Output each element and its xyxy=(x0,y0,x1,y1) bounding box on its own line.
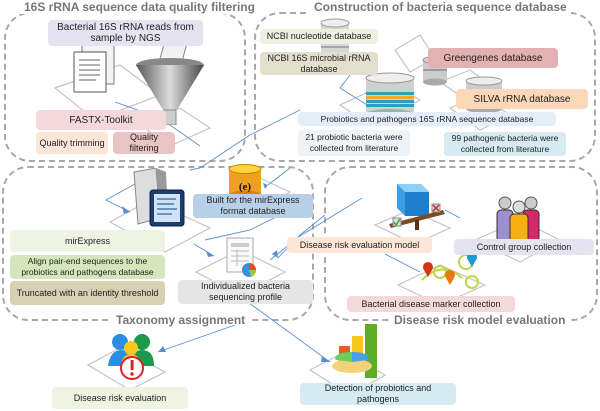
taxonomy-title: Taxonomy assignment xyxy=(112,313,250,327)
pathogenic-count-box: 99 pathogenic bacteria were collected fr… xyxy=(444,132,566,156)
arrow-head xyxy=(263,183,268,189)
risk-model-title: Disease risk model evaluation xyxy=(390,313,570,327)
arrow-head xyxy=(321,356,330,362)
users-alert-icon xyxy=(108,332,154,380)
arrow-line xyxy=(269,197,363,261)
marker-collection-box: Bacterial disease marker collection xyxy=(347,296,515,312)
arrow-head xyxy=(122,206,130,214)
arrow-head xyxy=(272,250,278,258)
arrow-line xyxy=(244,299,331,363)
silva-box: SILVA rRNA database xyxy=(456,89,588,109)
align-sequences-box: Align pair-end sequences to the probioti… xyxy=(10,255,165,279)
bar-pie-chart-icon xyxy=(330,322,390,382)
database-construction-title: Construction of bacteria sequence databa… xyxy=(310,0,571,14)
arrow-line xyxy=(277,214,326,259)
arrow-line xyxy=(444,209,461,219)
documents-icon xyxy=(70,42,120,96)
arrow-line xyxy=(339,74,373,109)
svg-text:(e): (e) xyxy=(239,181,252,193)
arrow-head xyxy=(206,251,214,257)
fastx-toolkit-box: FASTX-Toolkit xyxy=(36,110,166,130)
cube-balance-icon xyxy=(385,182,447,234)
spreadsheet-icon xyxy=(225,236,259,278)
control-group-box: Control group collection xyxy=(454,239,594,255)
sequencing-profile-box: Individualized bacteria sequencing profi… xyxy=(178,280,313,304)
funnel-icon xyxy=(135,32,205,126)
people-group-icon xyxy=(493,193,545,245)
ncbi-16s-box: NCBI 16S microbial rRNA database xyxy=(260,52,378,75)
truncated-threshold-box: Truncated with an identity threshold xyxy=(10,281,165,305)
arrow-line xyxy=(204,214,281,241)
disease-risk-evaluation-box: Disease risk evaluation xyxy=(52,387,188,409)
mirexpress-box: mirExpress xyxy=(10,230,165,252)
probiotic-count-box: 21 probiotic bacteria were collected fro… xyxy=(298,130,410,156)
arrow-head xyxy=(158,346,166,352)
ncbi-nucleotide-box: NCBI nucleotide database xyxy=(260,29,378,44)
mirexpress-format-box: Built for the mirExpress format database xyxy=(193,194,313,218)
ngs-reads-box: Bacterial 16S rRNA reads from sample by … xyxy=(48,20,203,46)
platform-diamond xyxy=(86,347,167,391)
server-icon xyxy=(130,167,188,230)
map-marker-icon xyxy=(412,250,486,294)
quality-filtering-box: Quality filtering xyxy=(113,132,175,154)
quality-filtering-title: 16S rRNA sequence data quality filtering xyxy=(20,0,259,14)
detection-box: Detection of probiotics and pathogens xyxy=(300,383,456,405)
quality-trimming-box: Quality trimming xyxy=(36,132,108,154)
probiotics-pathogens-db-box: Probiotics and pathogens 16S rRNA sequen… xyxy=(298,112,556,126)
greengenes-box: Greengenes database xyxy=(428,48,558,68)
arrow-line xyxy=(157,324,236,353)
arrow-line xyxy=(384,253,421,273)
risk-evaluation-model-box: Disease risk evaluation model xyxy=(287,237,432,253)
arrow-line xyxy=(189,109,301,171)
arrow-line xyxy=(267,167,291,186)
